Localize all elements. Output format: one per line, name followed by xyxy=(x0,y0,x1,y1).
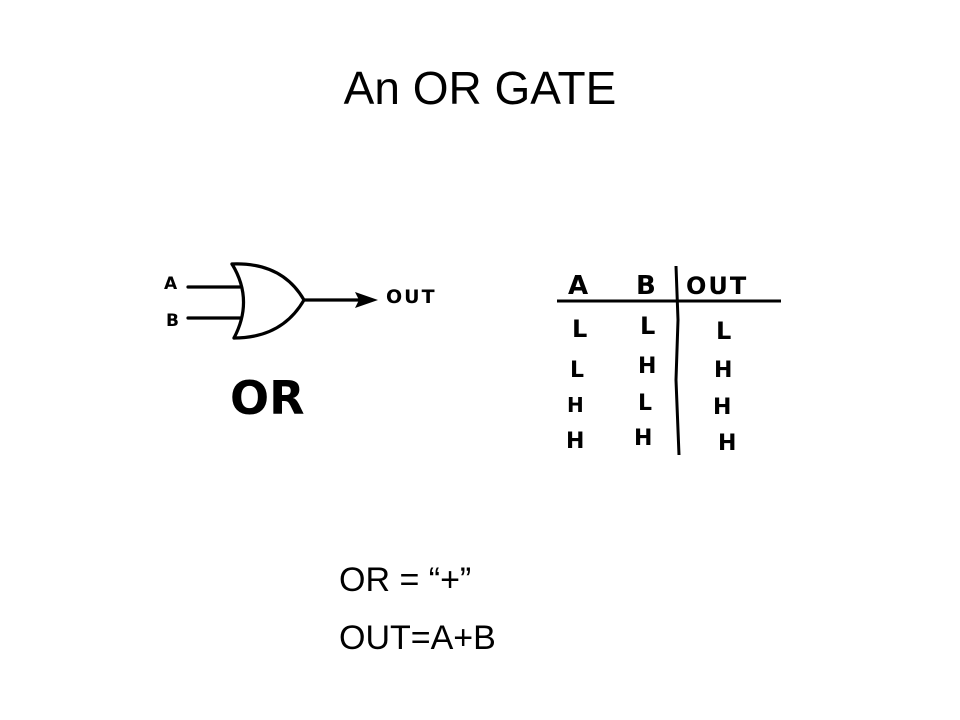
truth-table-header-a: A xyxy=(568,271,588,301)
truth-table-cell: H xyxy=(638,354,656,379)
output-label: OUT xyxy=(386,286,437,308)
truth-table-cell: H xyxy=(567,393,584,417)
or-symbol-formula: OR = “+” xyxy=(339,561,472,599)
truth-table-divider xyxy=(674,265,681,456)
gate-bottom-curve xyxy=(232,298,306,340)
out-expression-formula: OUT=A+B xyxy=(339,619,496,657)
truth-table-cell: H xyxy=(713,395,731,420)
truth-table-cell: L xyxy=(570,358,584,383)
truth-table-cell: H xyxy=(566,429,584,454)
truth-table-cell: H xyxy=(714,358,732,383)
truth-table-cell: L xyxy=(638,391,652,416)
truth-table-cell: L xyxy=(716,317,731,345)
truth-table-cell: H xyxy=(718,431,736,456)
slide-title: An OR GATE xyxy=(343,62,617,114)
input-a-label: A xyxy=(164,274,178,294)
truth-table-cell: H xyxy=(634,426,652,451)
truth-table-cell: L xyxy=(572,315,587,343)
gate-name-label: OR xyxy=(230,371,305,425)
truth-table-cell: L xyxy=(640,312,655,340)
gate-top-curve xyxy=(230,262,306,302)
truth-table-header-b: B xyxy=(636,271,656,301)
truth-table-header-out: OUT xyxy=(686,272,748,300)
truth-table: A B OUT L L L L H H H L H H H H xyxy=(557,265,781,456)
input-b-label: B xyxy=(166,311,179,331)
gate-back-curve xyxy=(230,262,246,340)
or-gate-symbol xyxy=(186,262,374,340)
output-arrow-icon xyxy=(355,292,378,308)
